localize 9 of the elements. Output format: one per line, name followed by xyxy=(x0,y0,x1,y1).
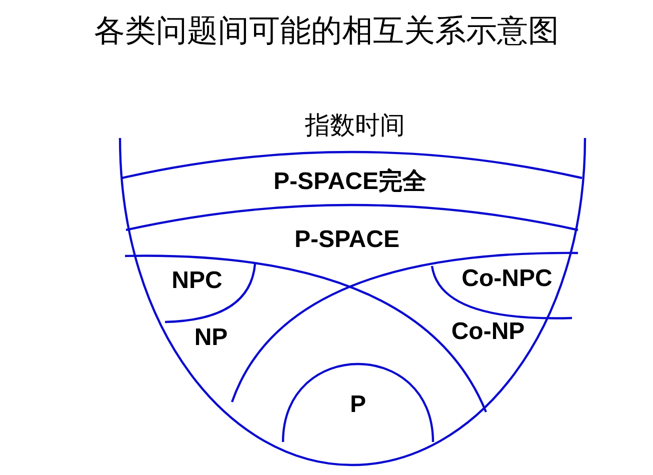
class-label: P-SPACE完全 xyxy=(274,167,426,197)
title: 各类问题间可能的相互关系示意图 xyxy=(93,12,560,51)
class-label: NPC xyxy=(172,267,222,295)
class-label: NP xyxy=(194,324,228,352)
class-label: Co-NPC xyxy=(462,265,552,293)
class-label: P xyxy=(350,391,366,419)
class-label: 指数时间 xyxy=(305,110,405,142)
class-label: P-SPACE xyxy=(294,226,400,254)
class-label: Co-NP xyxy=(451,318,525,346)
